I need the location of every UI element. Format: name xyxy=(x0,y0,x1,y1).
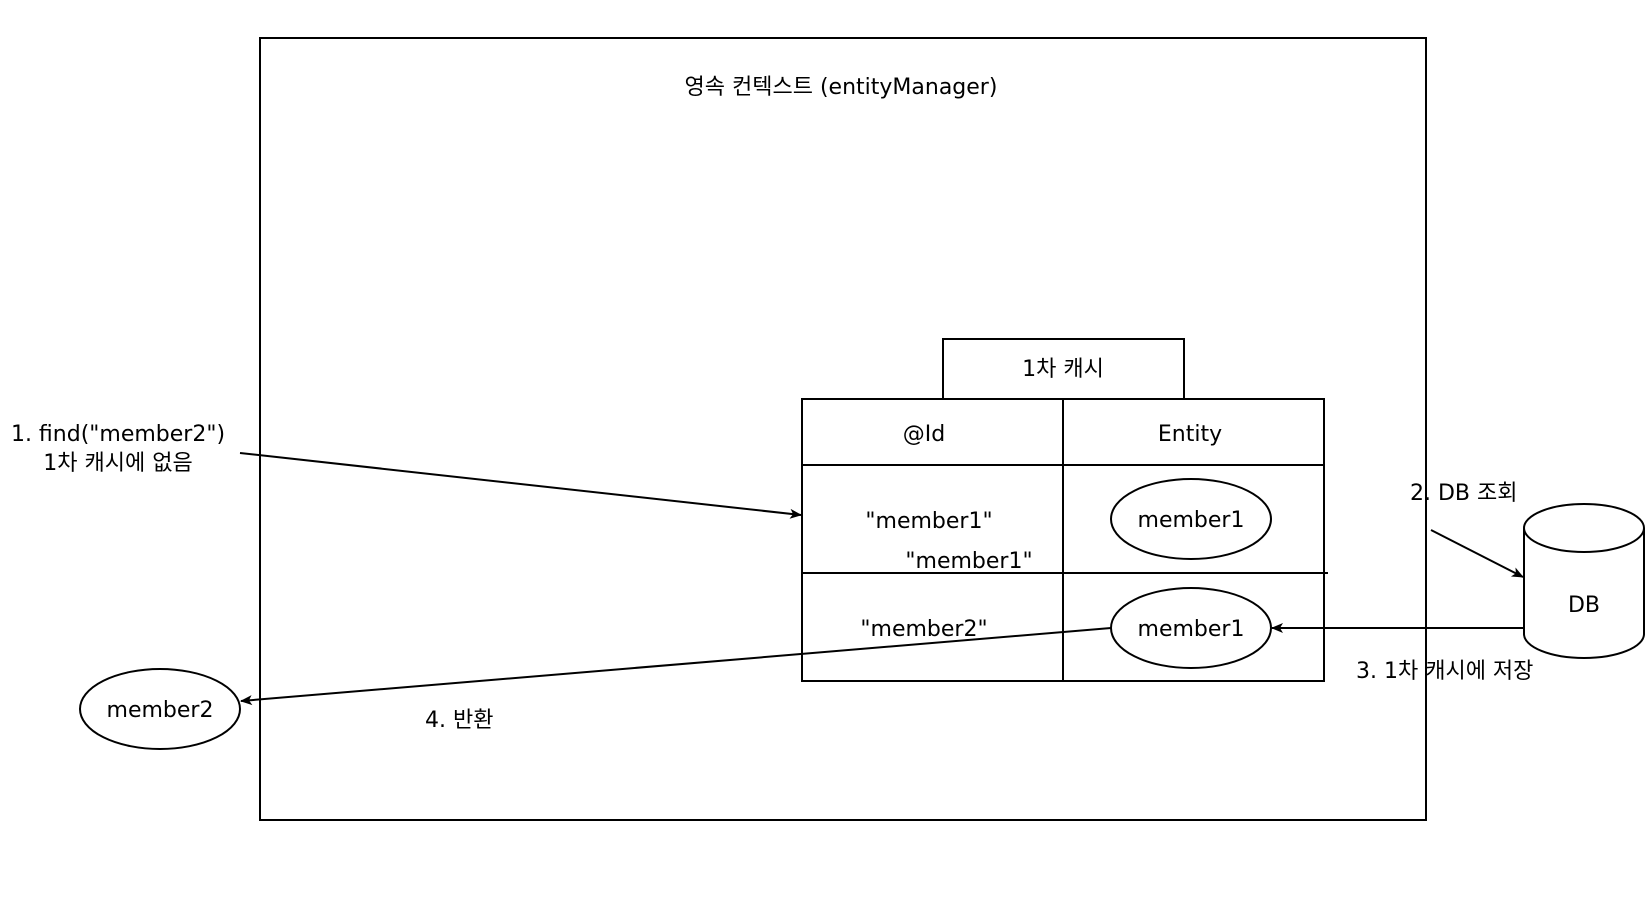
column-header-id: @Id xyxy=(903,422,945,447)
step1-label-line1: 1. find("member2") xyxy=(11,422,225,447)
db-query-arrow xyxy=(1430,529,1524,578)
row1-entity-label: member1 xyxy=(1138,508,1245,533)
persistence-context-title: 영속 컨텍스트 (entityManager) xyxy=(685,75,998,100)
row2-id-cell: "member2" xyxy=(860,617,987,642)
step3-label: 3. 1차 캐시에 저장 xyxy=(1356,659,1533,684)
persistence-context-box xyxy=(259,37,1427,821)
row1-id-cell: "member1" xyxy=(865,509,992,534)
cache-tab-label: 1차 캐시 xyxy=(1022,357,1104,382)
step4-label: 4. 반환 xyxy=(425,708,493,733)
step1-label-line2: 1차 캐시에 없음 xyxy=(43,451,192,476)
row2-entity-label: member1 xyxy=(1138,617,1245,642)
result-entity-ellipse xyxy=(79,668,241,750)
find-arrow xyxy=(239,452,802,519)
step2-label: 2. DB 조회 xyxy=(1410,481,1518,506)
db-cylinder xyxy=(1523,503,1645,659)
result-entity-label: member2 xyxy=(107,698,214,723)
return-arrow xyxy=(240,627,1112,706)
column-header-entity: Entity xyxy=(1158,422,1222,447)
stray-id-label: "member1" xyxy=(905,549,1032,574)
db-label: DB xyxy=(1568,593,1600,618)
row1-entity-ellipse xyxy=(1110,478,1272,560)
